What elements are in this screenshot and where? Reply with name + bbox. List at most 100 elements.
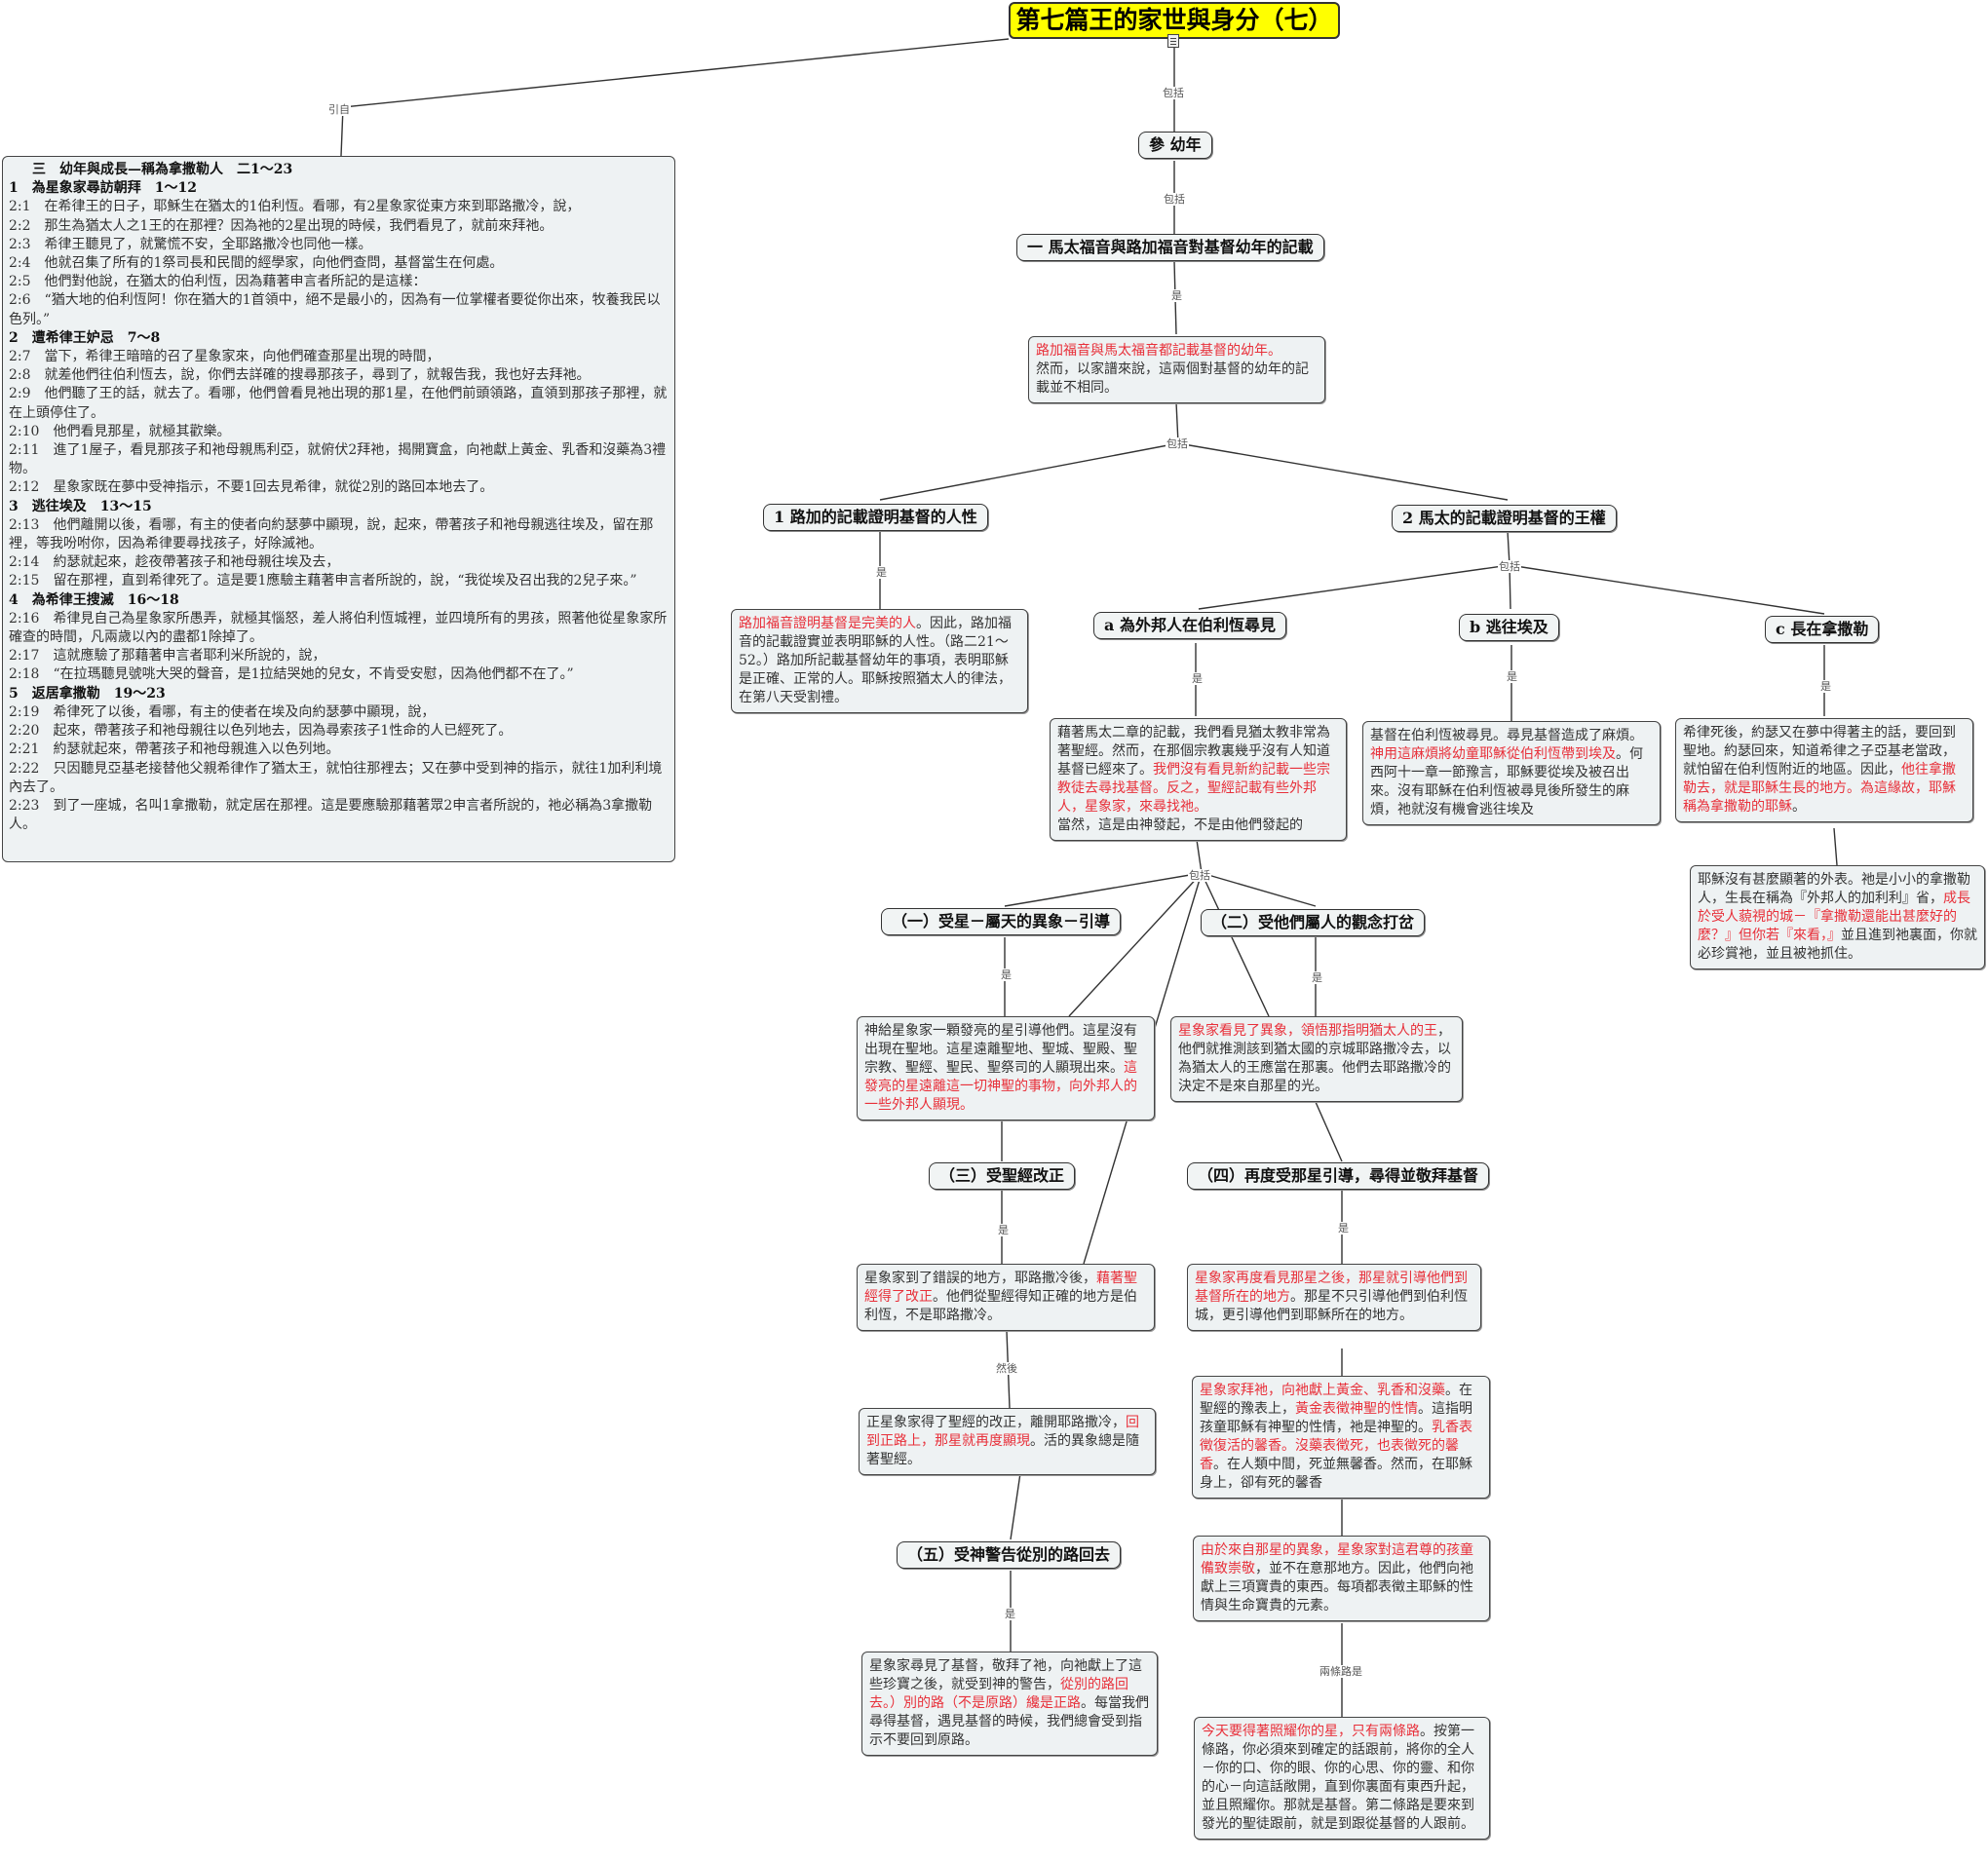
edge-label-is: 是 (1000, 968, 1013, 981)
topic-warned-another-way[interactable]: （五）受神警告從別的路回去 (897, 1541, 1122, 1569)
passage-verse: 2:22 只因聽見亞基老接替他父親希律作了猶太王，就怕往那裡去；又在夢中受到神的… (9, 760, 663, 795)
note-text-highlight: 回到正路上，那星就再度顯現 (866, 1415, 1139, 1449)
note-text-highlight: 乳香表徵復活的馨香。沒藥表徵死，也表徵死的馨香 (1200, 1420, 1472, 1472)
topic-nazareth[interactable]: c 長在拿撒勒 (1765, 616, 1880, 643)
edge-label-include: 包括 (1188, 869, 1211, 882)
passage-verse: 2:3 希律王聽見了，就驚慌不安，全耶路撒冷也同他一樣。 (9, 236, 372, 252)
note-star-again[interactable]: 星象家再度看見那星之後，那星就引導他們到基督所在的地方。那星不只引導他們到伯利恆… (1187, 1264, 1481, 1331)
topic-found-in-bethlehem[interactable]: a 為外邦人在伯利恆尋見 (1093, 612, 1286, 639)
note-text-highlight: 由於來自那星的異象，星象家對這君尊的孩童備致崇敬 (1201, 1542, 1473, 1576)
edge-label-is: 是 (1170, 289, 1183, 302)
note-gospel-records[interactable]: 路加福音與馬太福音都記載基督的幼年。 然而，以家譜來說，這兩個對基督的幼年的記載… (1028, 336, 1325, 403)
edge-label-cite: 引自 (327, 103, 351, 116)
note-text: 並且進到祂裏面，你就必珍賞祂，並且被祂抓住。 (1698, 928, 1977, 962)
note-text-highlight: 我們沒有看見新約記載一些宗教徒去尋找基督。反之，聖經記載有些外邦人，星象家，來尋… (1057, 762, 1330, 815)
topic-corrected-by-scripture[interactable]: （三）受聖經改正 (929, 1162, 1076, 1190)
edge-label-include: 包括 (1162, 87, 1185, 99)
note-text: 。每當我們尋得基督，遇見基督的時候，我們總會受到指示不要回到原路。 (869, 1695, 1149, 1748)
topic-distracted[interactable]: （二）受他們屬人的觀念打岔 (1201, 909, 1426, 936)
passage-verse: 2:6 “猶大地的伯利恆阿！你在猶大的1首領中，絕不是最小的，因為有一位掌權者要… (9, 292, 661, 327)
note-text-highlight: 從別的路回去。）別的路（不是原路）纔是正路 (869, 1677, 1128, 1711)
topic-gospel-records[interactable]: 一 馬太福音與路加福音對基督幼年的記載 (1016, 234, 1324, 261)
note-back-on-track[interactable]: 正星象家得了聖經的改正，離開耶路撒冷，回到正路上，那星就再度顯現。活的異象總是隨… (859, 1408, 1156, 1475)
scripture-passage-box[interactable]: 三 幼年與成長—稱為拿撒勒人 二1～23 1 為星象家尋訪朝拜 1～12 2:1 … (2, 156, 675, 862)
note-nazareth[interactable]: 希律死後，約瑟又在夢中得著主的話，要回到聖地。約瑟回來，知道希律之子亞基老當政，… (1675, 718, 1973, 822)
edge-label-then: 然後 (995, 1362, 1018, 1375)
note-text: 。何西阿十一章一節豫言，耶穌要從埃及被召出來。沒有耶穌在伯利恆被尋見後所發生的麻… (1370, 746, 1643, 817)
edge-label-is: 是 (1004, 1608, 1016, 1620)
passage-verse: 2:17 這就應驗了那藉著申言者耶利米所說的，說， (9, 648, 326, 665)
passage-section-heading: 5 返居拿撒勒 19～23 (9, 685, 166, 702)
note-two-ways[interactable]: 今天要得著照耀你的星，只有兩條路。按第一條路，你必須來到確定的話跟前，將你的全人… (1194, 1717, 1490, 1840)
passage-verse: 2:7 當下，希律王暗暗的召了星象家來，向他們確查那星出現的時間， (9, 349, 440, 365)
note-text-highlight: 星象家看見了異象，領悟那指明猶太人的王 (1178, 1023, 1437, 1039)
edge-label-is: 是 (875, 566, 888, 579)
passage-verse: 2:10 他們看見那星，就極其歡樂。 (9, 423, 231, 439)
passage-verse: 2:12 星象家既在夢中受神指示，不要1回去見希律，就從2別的路回本地去了。 (9, 479, 494, 496)
topic-matthew-kingship[interactable]: 2 馬太的記載證明基督的王權 (1392, 505, 1617, 532)
note-reverence[interactable]: 由於來自那星的異象，星象家對這君尊的孩童備致崇敬，並不在意那地方。因此，他們向祂… (1193, 1536, 1490, 1621)
note-another-way[interactable]: 星象家尋見了基督，敬拜了祂，向祂獻上了這些珍寶之後，就受到神的警告，從別的路回去… (861, 1652, 1158, 1756)
note-text: 然而，以家譜來說，這兩個對基督的幼年的記載並不相同。 (1036, 361, 1309, 396)
note-egypt[interactable]: 基督在伯利恆被尋見。尋見基督造成了麻煩。神用這麻煩將幼童耶穌從伯利恆帶到埃及。何… (1362, 721, 1661, 825)
note-distraction[interactable]: 星象家看見了異象，領悟那指明猶太人的王，他們就推測該到猶太國的京城耶路撒冷去，以… (1170, 1016, 1463, 1102)
passage-verse: 2:4 他就召集了所有的1祭司長和民間的經學家，向他們查問，基督當生在何處。 (9, 255, 504, 272)
note-text: 星象家尋見了基督，敬拜了祂，向祂獻上了這些珍寶之後，就受到神的警告， (869, 1658, 1142, 1692)
note-text: 。因此，路加福音的記載證實並表明耶穌的人性。（路二21～52。）路加所記載基督幼… (739, 616, 1012, 705)
note-text-highlight: 他往拿撒勒去，就是耶穌生長的地方。為這緣故，耶穌稱為拿撒勒的耶穌 (1683, 762, 1956, 815)
note-text: 正星象家得了聖經的改正，離開耶路撒冷， (866, 1415, 1126, 1430)
topic-childhood[interactable]: 參 幼年 (1138, 132, 1212, 159)
note-text: 星象家到了錯誤的地方，耶路撒冷後， (864, 1271, 1096, 1286)
note-text: 。這指明孩童耶穌有神聖的性情，祂是神聖的。 (1200, 1401, 1472, 1435)
note-text-highlight: 這發亮的星遠離這一切神聖的事物，向外邦人的一些外邦人顯現。 (864, 1060, 1137, 1113)
note-text: 當然，這是由神發起，不是由他們發起的 (1057, 817, 1303, 833)
note-scripture-correction[interactable]: 星象家到了錯誤的地方，耶路撒冷後，藉著聖經得了改正。他們從聖經得知正確的地方是伯… (857, 1264, 1155, 1331)
note-text: 。在人類中間，死並無馨香。然而，在耶穌身上，卻有死的馨香 (1200, 1457, 1472, 1491)
passage-heading: 三 幼年與成長—稱為拿撒勒人 二1～23 (32, 162, 293, 177)
passage-verse: 2:2 那生為猶太人之1王的在那裡？因為祂的2星出現的時候，我們看見了，就前來拜… (9, 217, 554, 234)
note-text: 。按第一條路，你必須來到確定的話跟前，將你的全人－你的口、你的眼、你的心思、你的… (1202, 1724, 1474, 1832)
edge-label-is: 是 (1311, 971, 1323, 984)
passage-section-heading: 1 為星象家尋訪朝拜 1～12 (9, 180, 197, 197)
topic-flee-egypt[interactable]: b 逃往埃及 (1459, 614, 1559, 641)
passage-verse: 2:1 在希律王的日子，耶穌生在猶太的1伯利恆。看哪，有2星象家從東方來到耶路撒… (9, 199, 581, 215)
note-luke-humanity[interactable]: 路加福音證明基督是完美的人。因此，路加福音的記載證實並表明耶穌的人性。（路二21… (731, 609, 1028, 713)
passage-section-heading: 3 逃往埃及 13～15 (9, 498, 152, 514)
note-text-highlight: 星象家再度看見那星之後，那星就引導他們到基督所在的地方 (1195, 1271, 1468, 1305)
passage-verse: 2:13 他們離開以後，看哪，有主的使者向約瑟夢中顯現，說，起來，帶著孩子和祂母… (9, 516, 654, 552)
note-text: ，他們就推測該到猶太國的京城耶路撒冷去，以為猶太人的王應當在那裏。他們去耶路撒冷… (1178, 1023, 1451, 1094)
note-text: ，並不在意那地方。因此，他們向祂獻上三項寶貴的東西。每項都表徵主耶穌的性情與生命… (1201, 1561, 1473, 1614)
map-title[interactable]: 第七篇王的家世與身分（七） (1009, 2, 1340, 39)
note-nazarene[interactable]: 耶穌沒有甚麼顯著的外表。祂是小小的拿撒勒人，生長在稱為『外邦人的加利利』省，成長… (1690, 865, 1985, 969)
note-text: 。活的異象總是隨著聖經。 (866, 1433, 1139, 1467)
passage-verse: 2:16 希律見自己為星象家所愚弄，就極其惱怒，差人將伯利恆城裡，並四境所有的男… (9, 610, 668, 646)
edge-label-is: 是 (1819, 680, 1832, 693)
note-text: 藉著馬太二章的記載，我們看見猶太教非常為著聖經。然而，在那個宗教裏幾乎沒有人知道… (1057, 725, 1330, 778)
note-gifts[interactable]: 星象家拜祂，向祂獻上黃金、乳香和沒藥。在聖經的豫表上，黃金表徵神聖的性情。這指明… (1192, 1376, 1490, 1499)
note-bethlehem[interactable]: 藉著馬太二章的記載，我們看見猶太教非常為著聖經。然而，在那個宗教裏幾乎沒有人知道… (1050, 718, 1347, 841)
passage-verse: 2:5 他們對他說，在猶太的伯利恆，因為藉著申言者所記的是這樣： (9, 274, 427, 290)
passage-verse: 2:14 約瑟就起來，趁夜帶著孩子和祂母親往埃及去， (9, 554, 340, 571)
topic-guided-by-star[interactable]: （一）受星－屬天的異象－引導 (881, 908, 1122, 935)
passage-verse: 2:11 進了1屋子，看見那孩子和祂母親馬利亞，就俯伏2拜祂，揭開寶盒，向祂獻上… (9, 442, 667, 477)
topic-luke-humanity[interactable]: 1 路加的記載證明基督的人性 (763, 504, 988, 531)
passage-verse: 2:20 起來，帶著孩子和祂母親往以色列地去，因為尋索孩子1性命的人已經死了。 (9, 723, 513, 740)
note-star-guidance[interactable]: 神給星象家一顆發亮的星引導他們。這星沒有出現在聖地。這星遠離聖地、聖城、聖殿、聖… (857, 1016, 1155, 1120)
note-text: 基督在伯利恆被尋見。尋見基督造成了麻煩。 (1370, 728, 1643, 743)
passage-verse: 2:15 留在那裡，直到希律死了。這是要1應驗主藉著申言者所說的，說，“我從埃及… (9, 573, 637, 589)
topic-guided-again[interactable]: （四）再度受那星引導，尋得並敬拜基督 (1187, 1162, 1490, 1190)
note-text: 。他們從聖經得知正確的地方是伯利恆，不是耶路撒冷。 (864, 1289, 1137, 1323)
edge-label-include: 包括 (1498, 560, 1521, 573)
note-text-highlight: 路加福音與馬太福音都記載基督的幼年。 (1036, 343, 1281, 359)
passage-verse: 2:19 希律死了以後，看哪，有主的使者在埃及向約瑟夢中顯現，說， (9, 703, 436, 720)
edge-label-is: 是 (1191, 672, 1204, 685)
note-text-highlight: 成長於受人藐視的城－『拿撒勒還能出甚麼好的麼？』但你若『來看，』 (1698, 891, 1970, 943)
passage-section-heading: 2 遭希律王妒忌 7～8 (9, 329, 161, 346)
note-text: 。 (1792, 799, 1806, 815)
passage-verse: 2:8 就差他們往伯利恆去，說，你們去詳確的搜尋那孩子，尋到了，就報告我，我也好… (9, 367, 591, 384)
notes-icon[interactable] (1167, 34, 1179, 48)
note-text: 神給星象家一顆發亮的星引導他們。這星沒有出現在聖地。這星遠離聖地、聖城、聖殿、聖… (864, 1023, 1137, 1076)
edge-label-include: 包括 (1166, 437, 1189, 450)
note-text-highlight: 藉著聖經得了改正 (864, 1271, 1137, 1305)
note-text: 耶穌沒有甚麼顯著的外表。祂是小小的拿撒勒人，生長在稱為『外邦人的加利利』省， (1698, 872, 1970, 906)
